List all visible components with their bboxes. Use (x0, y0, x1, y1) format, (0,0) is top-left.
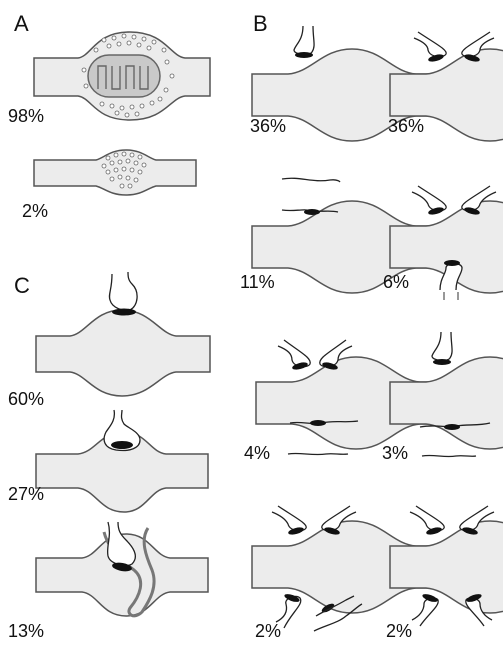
pct-c-2: 27% (8, 484, 44, 504)
panel-a-label: A (14, 11, 29, 36)
panel-b: B 36% 36% 11% (240, 11, 503, 641)
panel-a: A 98% (8, 11, 210, 221)
pct-b-4: 6% (383, 272, 409, 292)
varicosity-vesicles-only (34, 150, 196, 195)
pct-a-1: 98% (8, 106, 44, 126)
mitochondrion-icon (88, 55, 160, 97)
varicosity-surface-synapse (36, 272, 210, 396)
pct-b-3: 11% (240, 272, 275, 292)
pct-b-7: 2% (255, 621, 281, 641)
pct-b-5: 4% (244, 443, 270, 463)
varicosity-four-synapses (390, 506, 503, 626)
varicosity-with-mitochondrion (34, 32, 210, 120)
pct-c-1: 60% (8, 389, 44, 409)
varicosity-glia-wrapped-synapse (36, 522, 208, 616)
pct-c-3: 13% (8, 621, 44, 641)
panel-c: C 60% 27% 13% (8, 272, 210, 641)
pct-a-2: 2% (22, 201, 48, 221)
pct-b-2: 36% (388, 116, 424, 136)
varicosity-invaginated-synapse (36, 410, 208, 512)
panel-b-label: B (253, 11, 268, 36)
pct-b-8: 2% (386, 621, 412, 641)
varicosity-one-synapse-wire (390, 332, 503, 457)
pct-b-1: 36% (250, 116, 286, 136)
panel-c-label: C (14, 273, 30, 298)
pct-b-6: 3% (382, 443, 408, 463)
